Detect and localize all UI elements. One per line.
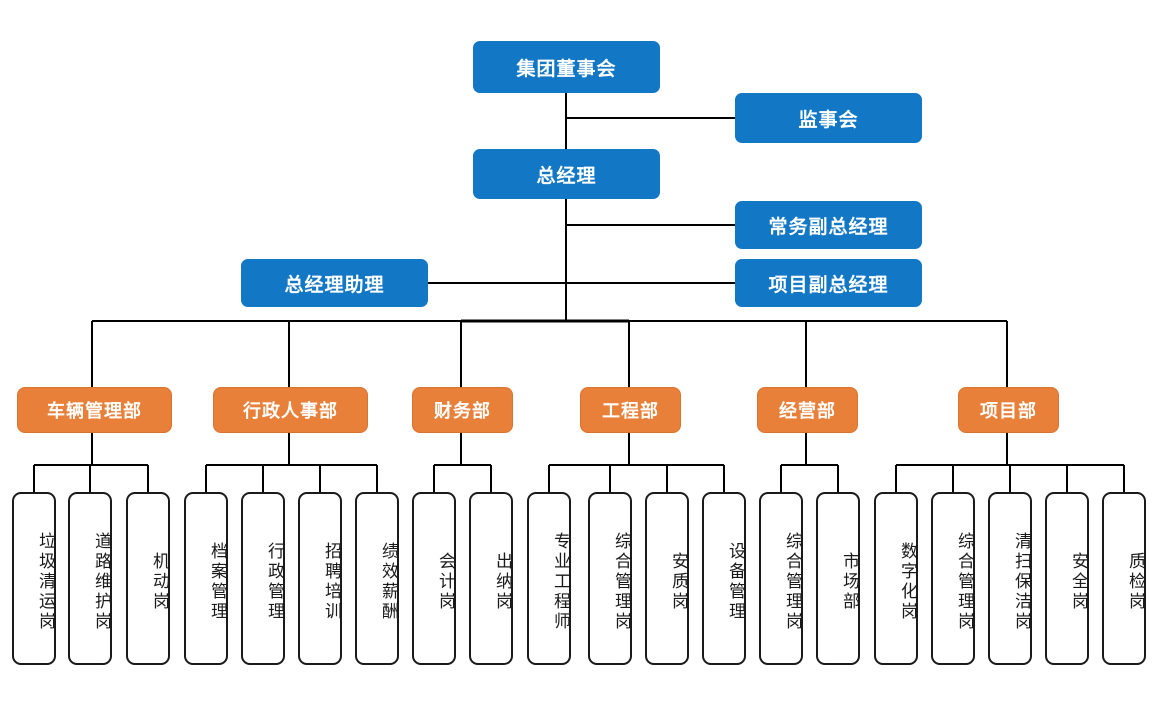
position-label: 质检岗 (1126, 551, 1145, 612)
position-node-3[interactable]: 档案管理 (184, 492, 228, 665)
position-node-12[interactable]: 设备管理 (702, 492, 746, 665)
position-label: 综合管理岗 (612, 531, 631, 632)
exec-node-supervisors[interactable]: 监事会 (735, 93, 922, 143)
position-label: 综合管理岗 (955, 531, 974, 632)
position-node-5[interactable]: 招聘培训 (298, 492, 342, 665)
position-label: 专业工程师 (551, 531, 570, 632)
department-node-finance[interactable]: 财务部 (412, 387, 513, 433)
position-label: 出纳岗 (493, 551, 512, 612)
position-node-1[interactable]: 道路维护岗 (68, 492, 112, 665)
position-node-0[interactable]: 垃圾清运岗 (12, 492, 56, 665)
position-node-14[interactable]: 市场部 (816, 492, 860, 665)
position-node-13[interactable]: 综合管理岗 (759, 492, 803, 665)
position-node-18[interactable]: 安全岗 (1045, 492, 1089, 665)
exec-node-board[interactable]: 集团董事会 (473, 41, 660, 93)
position-node-8[interactable]: 出纳岗 (469, 492, 513, 665)
position-label: 档案管理 (208, 541, 227, 622)
position-node-7[interactable]: 会计岗 (412, 492, 456, 665)
position-label: 安全岗 (1069, 551, 1088, 612)
position-node-2[interactable]: 机动岗 (126, 492, 170, 665)
position-label: 行政管理 (265, 541, 284, 622)
exec-node-gm-assistant[interactable]: 总经理助理 (241, 259, 428, 307)
position-label: 会计岗 (436, 551, 455, 612)
position-label: 道路维护岗 (92, 531, 111, 632)
position-label: 机动岗 (150, 551, 169, 612)
position-node-10[interactable]: 综合管理岗 (588, 492, 632, 665)
position-node-9[interactable]: 专业工程师 (527, 492, 571, 665)
department-node-vehicle[interactable]: 车辆管理部 (17, 387, 172, 433)
department-node-admin-hr[interactable]: 行政人事部 (213, 387, 368, 433)
position-label: 安质岗 (669, 551, 688, 612)
position-label: 招聘培训 (322, 541, 341, 622)
department-node-engineer[interactable]: 工程部 (580, 387, 681, 433)
position-node-19[interactable]: 质检岗 (1102, 492, 1146, 665)
position-node-11[interactable]: 安质岗 (645, 492, 689, 665)
position-label: 数字化岗 (898, 541, 917, 622)
position-label: 清扫保洁岗 (1012, 531, 1031, 632)
exec-node-project-vp[interactable]: 项目副总经理 (735, 259, 922, 307)
position-node-16[interactable]: 综合管理岗 (931, 492, 975, 665)
position-node-6[interactable]: 绩效薪酬 (355, 492, 399, 665)
exec-node-gm[interactable]: 总经理 (473, 149, 660, 199)
exec-node-exec-vp[interactable]: 常务副总经理 (735, 201, 922, 249)
department-node-project[interactable]: 项目部 (958, 387, 1059, 433)
position-node-17[interactable]: 清扫保洁岗 (988, 492, 1032, 665)
position-label: 垃圾清运岗 (36, 531, 55, 632)
position-node-4[interactable]: 行政管理 (241, 492, 285, 665)
position-node-15[interactable]: 数字化岗 (874, 492, 918, 665)
position-label: 综合管理岗 (783, 531, 802, 632)
department-node-operation[interactable]: 经营部 (757, 387, 858, 433)
position-label: 设备管理 (726, 541, 745, 622)
position-label: 市场部 (840, 551, 859, 612)
position-label: 绩效薪酬 (379, 541, 398, 622)
